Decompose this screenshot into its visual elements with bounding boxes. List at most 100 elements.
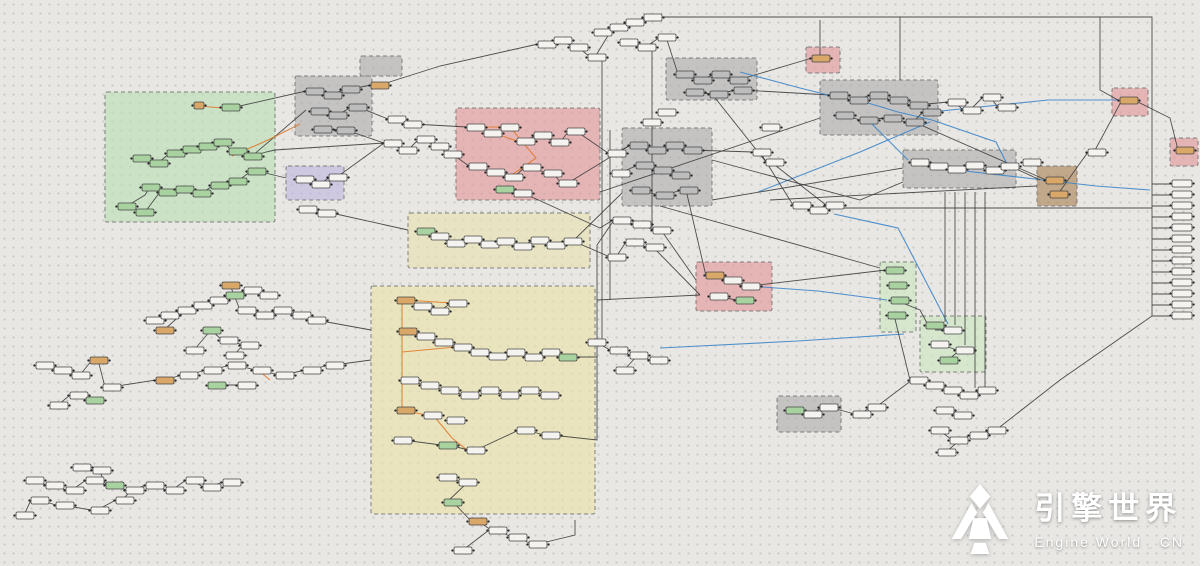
graph-node[interactable] (982, 93, 1002, 102)
graph-node[interactable] (420, 381, 440, 390)
graph-node[interactable] (541, 431, 561, 440)
graph-node[interactable] (90, 506, 110, 515)
graph-node[interactable] (448, 299, 468, 308)
graph-node[interactable] (611, 169, 631, 178)
graph-node[interactable] (533, 131, 553, 140)
graph-node[interactable] (859, 116, 879, 125)
graph-node[interactable] (403, 120, 423, 129)
graph-node[interactable] (228, 177, 248, 186)
graph-node[interactable] (587, 53, 607, 62)
graph-node[interactable] (468, 517, 488, 526)
graph-node[interactable] (909, 101, 929, 110)
graph-node[interactable] (488, 352, 508, 361)
graph-node[interactable] (35, 361, 55, 370)
node-group[interactable] (370, 285, 596, 515)
graph-node[interactable] (609, 346, 629, 355)
graph-node[interactable] (558, 353, 578, 362)
graph-node[interactable] (504, 173, 524, 182)
graph-node[interactable] (825, 201, 845, 210)
graph-node[interactable] (298, 205, 318, 214)
graph-node[interactable] (543, 169, 563, 178)
graph-node[interactable] (317, 209, 337, 218)
graph-node[interactable] (607, 149, 627, 158)
graph-node[interactable] (752, 148, 772, 157)
graph-node[interactable] (741, 282, 761, 291)
graph-node[interactable] (1171, 212, 1193, 221)
graph-node[interactable] (930, 426, 950, 435)
graph-node[interactable] (155, 326, 175, 335)
graph-node[interactable] (1171, 245, 1193, 254)
graph-node[interactable] (819, 403, 839, 412)
graph-node[interactable] (653, 166, 673, 175)
graph-node[interactable] (546, 241, 566, 250)
graph-node[interactable] (413, 302, 433, 311)
graph-node[interactable] (649, 356, 669, 365)
graph-node[interactable] (483, 129, 503, 138)
graph-node[interactable] (645, 243, 665, 252)
graph-node[interactable] (458, 478, 478, 487)
graph-node[interactable] (785, 406, 805, 415)
graph-node[interactable] (888, 281, 908, 290)
graph-node[interactable] (524, 353, 544, 362)
graph-node[interactable] (313, 125, 333, 134)
graph-node[interactable] (221, 103, 241, 112)
graph-node[interactable] (985, 166, 1005, 175)
graph-node[interactable] (302, 366, 322, 375)
graph-node[interactable] (117, 202, 137, 211)
graph-node[interactable] (655, 191, 675, 200)
graph-node[interactable] (446, 416, 466, 425)
graph-node[interactable] (430, 232, 450, 241)
graph-node[interactable] (396, 296, 416, 305)
graph-node[interactable] (252, 366, 272, 375)
graph-node[interactable] (619, 38, 639, 47)
graph-node[interactable] (869, 91, 889, 100)
graph-node[interactable] (166, 149, 186, 158)
graph-node[interactable] (243, 152, 263, 161)
graph-node[interactable] (959, 391, 979, 400)
graph-node[interactable] (202, 326, 222, 335)
graph-node[interactable] (209, 296, 229, 305)
graph-node[interactable] (155, 376, 175, 385)
graph-node[interactable] (709, 292, 729, 301)
graph-node[interactable] (962, 106, 982, 115)
graph-node[interactable] (943, 386, 963, 395)
graph-node[interactable] (607, 253, 627, 262)
graph-node[interactable] (416, 227, 436, 236)
graph-node[interactable] (225, 351, 245, 360)
graph-node[interactable] (210, 181, 230, 190)
graph-node[interactable] (207, 381, 227, 390)
graph-node[interactable] (520, 386, 540, 395)
graph-node[interactable] (1171, 278, 1193, 287)
graph-node[interactable] (665, 141, 685, 150)
graph-node[interactable] (987, 426, 1007, 435)
graph-node[interactable] (922, 108, 942, 117)
graph-node[interactable] (947, 165, 967, 174)
graph-node[interactable] (227, 361, 247, 370)
graph-node[interactable] (237, 381, 257, 390)
graph-node[interactable] (629, 351, 649, 360)
graph-node[interactable] (1171, 289, 1193, 298)
graph-node[interactable] (1171, 256, 1193, 265)
graph-node[interactable] (69, 391, 89, 400)
graph-node[interactable] (259, 291, 279, 300)
graph-node[interactable] (693, 76, 713, 85)
graph-node[interactable] (387, 115, 407, 124)
graph-node[interactable] (558, 179, 578, 188)
graph-node[interactable] (89, 356, 109, 365)
graph-node[interactable] (530, 236, 550, 245)
graph-node[interactable] (221, 281, 241, 290)
node-group[interactable] (1036, 165, 1078, 207)
graph-node[interactable] (889, 96, 909, 105)
graph-node[interactable] (1171, 234, 1193, 243)
graph-node[interactable] (671, 171, 691, 180)
graph-node[interactable] (540, 391, 560, 400)
graph-node[interactable] (240, 341, 260, 350)
graph-node[interactable] (803, 410, 823, 419)
graph-node[interactable] (468, 162, 488, 171)
graph-node[interactable] (15, 511, 35, 520)
graph-node[interactable] (657, 33, 677, 42)
graph-node[interactable] (488, 526, 508, 535)
graph-node[interactable] (416, 332, 436, 341)
graph-node[interactable] (506, 348, 526, 357)
graph-node[interactable] (305, 87, 325, 96)
